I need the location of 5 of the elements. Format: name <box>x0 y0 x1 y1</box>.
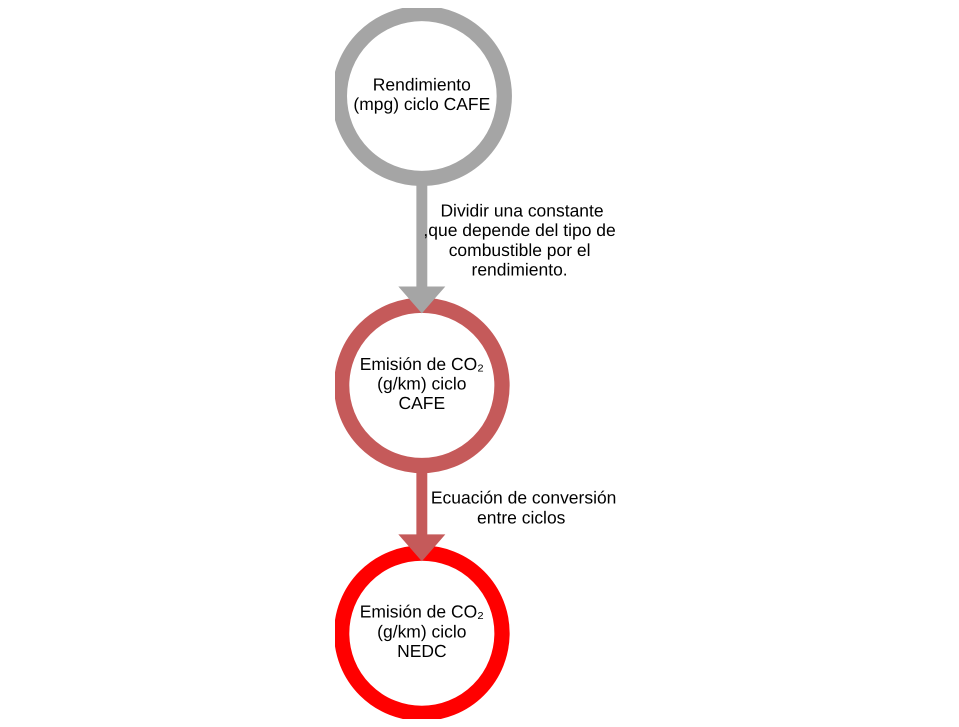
node-circle: Emisión de CO₂ (g/km) ciclo NEDC <box>334 545 510 719</box>
edge-label: Ecuación de conversión entre ciclos <box>430 488 616 528</box>
edge-label: Dividir una constante ,que depende del tipo de combustible por el rendimiento. <box>422 200 616 280</box>
node-circle: Rendimiento (mpg) ciclo CAFE <box>334 8 512 186</box>
node-circle: Emisión de CO₂ (g/km) ciclo CAFE <box>334 298 510 474</box>
